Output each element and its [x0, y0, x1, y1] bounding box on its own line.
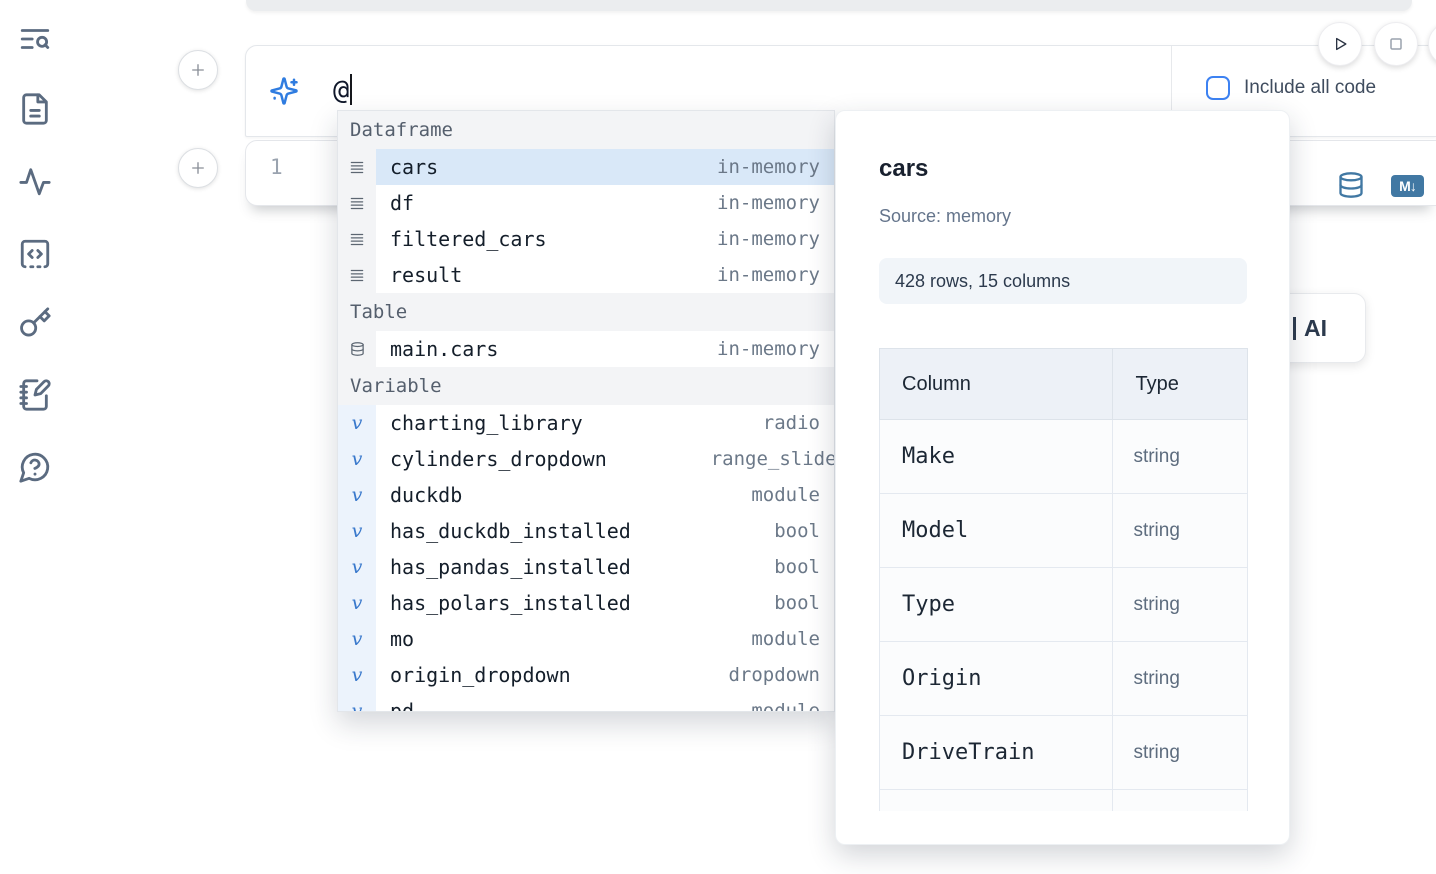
completion-item-origin-dropdown[interactable]: v origin_dropdowndropdown	[338, 657, 834, 693]
database-icon	[338, 331, 376, 367]
markdown-icon[interactable]: M↓	[1391, 175, 1424, 197]
variable-icon: v	[338, 441, 376, 477]
completion-item-main-cars[interactable]: main.carsin-memory	[338, 331, 834, 367]
code-square-icon	[18, 237, 52, 271]
completion-item-duckdb[interactable]: v duckdbmodule	[338, 477, 834, 513]
table-row: Make string	[880, 420, 1248, 494]
database-icon[interactable]	[1337, 171, 1365, 199]
table-row: Origin string	[880, 642, 1248, 716]
sidebar-item-files[interactable]	[18, 92, 52, 126]
variable-icon: v	[338, 621, 376, 657]
include-all-code-label: Include all code	[1244, 77, 1376, 99]
type-header: Type	[1113, 349, 1248, 420]
run-cell-button[interactable]	[1318, 22, 1362, 66]
completion-item-df[interactable]: dfin-memory	[338, 185, 834, 221]
completion-section-header: Variable	[338, 367, 834, 405]
variable-icon: v	[338, 549, 376, 585]
column-name	[880, 790, 1113, 812]
sidebar-item-activity[interactable]	[18, 164, 52, 198]
table-row: DriveTrain string	[880, 716, 1248, 790]
preview-source: Source: memory	[879, 206, 1011, 227]
key-icon	[18, 306, 52, 340]
play-icon	[1330, 34, 1350, 54]
preview-shape-badge: 428 rows, 15 columns	[879, 258, 1247, 304]
completion-section-header: Table	[338, 293, 834, 331]
scratchpad-pen-icon	[18, 378, 52, 412]
add-cell-button-bottom[interactable]	[178, 148, 218, 188]
plus-icon	[189, 61, 207, 79]
document-icon	[18, 92, 52, 126]
help-chat-icon	[18, 450, 52, 484]
line-number: 1	[270, 155, 283, 179]
variable-icon: v	[338, 585, 376, 621]
prompt-value: @	[333, 75, 349, 106]
variable-icon: v	[338, 693, 376, 712]
add-cell-button-top[interactable]	[178, 50, 218, 90]
completion-item-mo[interactable]: v momodule	[338, 621, 834, 657]
sidebar-item-help[interactable]	[18, 450, 52, 484]
variable-icon: v	[338, 657, 376, 693]
completion-item-cars[interactable]: carsin-memory	[338, 149, 834, 185]
dataframe-preview-popup: cars Source: memory 428 rows, 15 columns…	[835, 110, 1290, 845]
sidebar-item-secrets[interactable]	[18, 306, 52, 340]
column-type: string	[1113, 568, 1248, 642]
completion-item-filtered-cars[interactable]: filtered_carsin-memory	[338, 221, 834, 257]
completion-item-result[interactable]: resultin-memory	[338, 257, 834, 293]
schema-table: Column Type Make string Model string Typ…	[879, 348, 1248, 811]
include-all-code-checkbox[interactable]	[1206, 76, 1230, 100]
column-name: Type	[880, 568, 1113, 642]
completion-item-has-polars-installed[interactable]: v has_polars_installedbool	[338, 585, 834, 621]
sidebar-item-snippets[interactable]	[18, 237, 52, 271]
table-of-contents-search-icon	[18, 22, 52, 56]
dataframe-icon	[338, 221, 376, 257]
table-row: Model string	[880, 494, 1248, 568]
ai-button-label: AI	[1304, 315, 1327, 342]
completion-section-header: Dataframe	[338, 111, 834, 149]
completion-item-cylinders-dropdown[interactable]: v cylinders_dropdownrange_slider	[338, 441, 834, 477]
column-name: Make	[880, 420, 1113, 494]
stop-cell-button[interactable]	[1374, 22, 1418, 66]
plus-icon	[189, 159, 207, 177]
dataframe-icon	[338, 149, 376, 185]
sidebar-item-toc[interactable]	[18, 22, 52, 56]
table-header-row: Column Type	[880, 349, 1248, 420]
sparkles-icon	[269, 76, 299, 106]
column-name: Model	[880, 494, 1113, 568]
dataframe-icon	[338, 257, 376, 293]
column-name: DriveTrain	[880, 716, 1113, 790]
autocomplete-dropdown: Dataframe carsin-memory dfin-memory filt…	[337, 110, 835, 712]
text-cursor	[350, 74, 352, 105]
completion-item-has-duckdb-installed[interactable]: v has_duckdb_installedbool	[338, 513, 834, 549]
completion-item-pd[interactable]: v pdmodule	[338, 693, 834, 712]
completion-item-has-pandas-installed[interactable]: v has_pandas_installedbool	[338, 549, 834, 585]
column-type: string	[1113, 494, 1248, 568]
dataframe-icon	[338, 185, 376, 221]
previous-cell-edge	[246, 0, 1412, 11]
clipped-text-fragment	[1293, 317, 1296, 340]
table-row: Type string	[880, 568, 1248, 642]
sidebar-item-scratchpad[interactable]	[18, 378, 52, 412]
ai-prompt-input[interactable]: @	[333, 74, 352, 106]
schema-table-wrap: Column Type Make string Model string Typ…	[879, 348, 1248, 811]
completion-item-charting-library[interactable]: v charting_libraryradio	[338, 405, 834, 441]
table-row-partial	[880, 790, 1248, 812]
activity-icon	[18, 164, 52, 198]
variable-icon: v	[338, 405, 376, 441]
variable-icon: v	[338, 477, 376, 513]
preview-title: cars	[879, 155, 928, 183]
column-type: string	[1113, 420, 1248, 494]
column-type: string	[1113, 716, 1248, 790]
variable-icon: v	[338, 513, 376, 549]
stop-square-icon	[1386, 34, 1406, 54]
column-header: Column	[880, 349, 1113, 420]
column-type	[1113, 790, 1248, 812]
column-name: Origin	[880, 642, 1113, 716]
column-type: string	[1113, 642, 1248, 716]
